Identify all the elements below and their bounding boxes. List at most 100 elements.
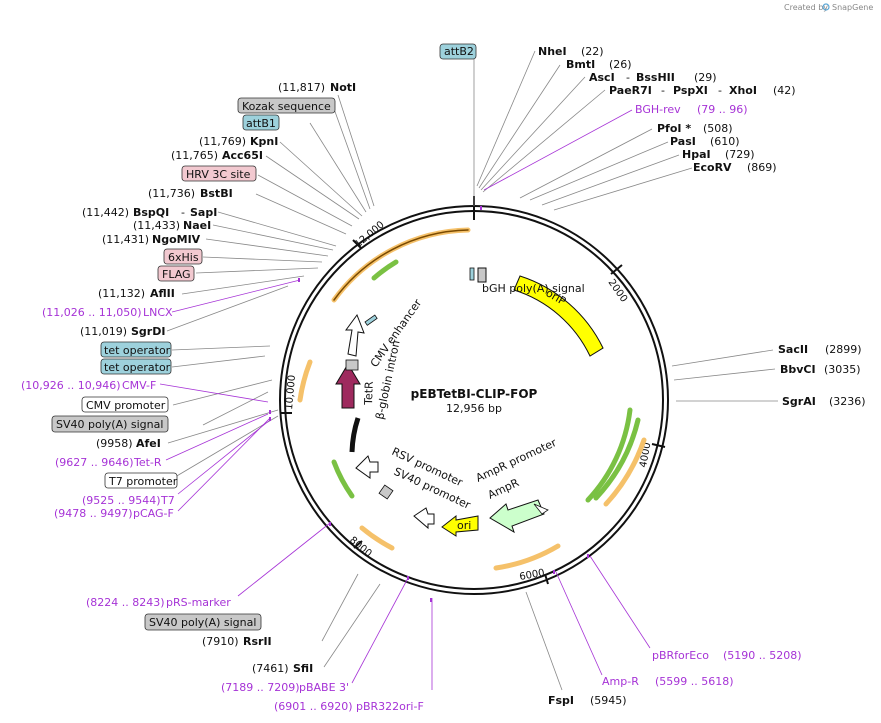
svg-text:BssHII: BssHII bbox=[636, 71, 675, 84]
svg-text:T7: T7 bbox=[160, 494, 175, 507]
label-kpni[interactable]: (11,769) KpnI bbox=[199, 135, 278, 148]
svg-text:HRV 3C site: HRV 3C site bbox=[186, 168, 251, 181]
label-fspi[interactable]: FspI (5945) bbox=[548, 694, 627, 707]
svg-text:PspXI: PspXI bbox=[673, 84, 708, 97]
label-6xhis[interactable]: 6xHis bbox=[163, 248, 203, 265]
label-tet-operator-2[interactable]: tet operator bbox=[100, 358, 172, 375]
tetr-label: TetR bbox=[362, 381, 376, 406]
label-sv40-polya-left[interactable]: SV40 poly(A) signal bbox=[51, 415, 169, 433]
label-noti[interactable]: (11,817) NotI bbox=[278, 81, 356, 94]
sv40-ori-feature[interactable] bbox=[378, 484, 394, 500]
label-bspqi[interactable]: (11,442) BspQI - SapI bbox=[82, 206, 217, 219]
svg-text:(9627 .. 9646): (9627 .. 9646) bbox=[55, 456, 134, 469]
label-bstbi[interactable]: (11,736) BstBI bbox=[148, 187, 233, 200]
label-afei[interactable]: (9958) AfeI bbox=[96, 437, 161, 450]
svg-text:(11,769): (11,769) bbox=[199, 135, 246, 148]
label-rsrii[interactable]: (7910) RsrII bbox=[202, 635, 272, 648]
label-cmv-promoter[interactable]: CMV promoter bbox=[81, 396, 169, 413]
label-pbrforeco[interactable]: pBRforEco (5190 .. 5208) bbox=[652, 649, 802, 662]
label-hpai[interactable]: HpaI (729) bbox=[682, 148, 755, 161]
label-ngomiv[interactable]: (11,431) NgoMIV bbox=[102, 233, 201, 246]
label-pasi[interactable]: PasI (610) bbox=[670, 135, 740, 148]
svg-text:NgoMIV: NgoMIV bbox=[152, 233, 201, 246]
orip-feature[interactable] bbox=[513, 275, 604, 357]
label-prs-marker[interactable]: (8224 .. 8243) pRS-marker bbox=[86, 596, 231, 609]
svg-text:(5190 .. 5208): (5190 .. 5208) bbox=[723, 649, 802, 662]
svg-text:(9478 .. 9497): (9478 .. 9497) bbox=[54, 507, 133, 520]
rsv-promoter-feature[interactable] bbox=[355, 455, 379, 479]
svg-text:(8224 .. 8243): (8224 .. 8243) bbox=[86, 596, 165, 609]
label-asci[interactable]: AscI - BssHII (29) bbox=[589, 71, 717, 84]
label-kozak[interactable]: Kozak sequence bbox=[237, 97, 336, 114]
leader-lines bbox=[166, 50, 778, 691]
label-t7-promoter[interactable]: T7 promoter bbox=[104, 472, 178, 489]
label-bgh-rev[interactable]: BGH-rev (79 .. 96) bbox=[635, 103, 748, 116]
label-pcag-f[interactable]: (9478 .. 9497) pCAG-F bbox=[54, 507, 174, 520]
label-pbabe3[interactable]: (7189 .. 7209) pBABE 3' bbox=[221, 681, 349, 694]
ori-feature[interactable] bbox=[441, 514, 479, 537]
primer-leader-lines bbox=[159, 109, 651, 690]
bgh-polya-label: bGH poly(A) signal bbox=[482, 282, 585, 295]
label-sfii[interactable]: (7461) SfiI bbox=[252, 662, 313, 675]
label-sacii[interactable]: SacII (2899) bbox=[778, 343, 862, 356]
label-nhei[interactable]: NheI (22) bbox=[538, 45, 604, 58]
sv40-promoter-feature[interactable] bbox=[413, 507, 435, 530]
label-pbr322ori-f[interactable]: (6901 .. 6920) pBR322ori-F bbox=[274, 700, 424, 713]
svg-text:-: - bbox=[626, 71, 630, 84]
tet-operator-feature[interactable] bbox=[364, 314, 378, 326]
svg-text:PaeR7I: PaeR7I bbox=[609, 84, 652, 97]
label-attb2[interactable]: attB2 bbox=[439, 43, 477, 60]
svg-text:(11,026 .. 11,050): (11,026 .. 11,050) bbox=[42, 306, 142, 319]
label-flag[interactable]: FLAG bbox=[157, 265, 195, 282]
svg-text:(11,132): (11,132) bbox=[98, 287, 145, 300]
label-aflii[interactable]: (11,132) AflII bbox=[98, 287, 175, 300]
svg-text:(7461): (7461) bbox=[252, 662, 289, 675]
attb2-feature[interactable] bbox=[469, 267, 475, 281]
svg-text:(11,019): (11,019) bbox=[80, 325, 127, 338]
primer-markers bbox=[269, 206, 589, 602]
svg-text:Acc65I: Acc65I bbox=[222, 149, 263, 162]
svg-text:SapI: SapI bbox=[190, 206, 217, 219]
svg-text:(3236): (3236) bbox=[829, 395, 866, 408]
label-cmv-f[interactable]: (10,926 .. 10,946) CMV-F bbox=[21, 379, 156, 392]
label-pfoi[interactable]: PfoI * (508) bbox=[657, 122, 733, 135]
svg-text:SgrAI: SgrAI bbox=[782, 395, 816, 408]
label-bbvci[interactable]: BbvCI (3035) bbox=[780, 363, 861, 376]
label-lncx[interactable]: (11,026 .. 11,050) LNCX bbox=[42, 306, 173, 319]
svg-text:Amp-R: Amp-R bbox=[602, 675, 639, 688]
plasmid-length: 12,956 bp bbox=[446, 402, 502, 415]
cmv-promoter-feature[interactable] bbox=[345, 313, 365, 357]
svg-text:(10,926 .. 10,946): (10,926 .. 10,946) bbox=[21, 379, 121, 392]
label-acc65i[interactable]: (11,765) Acc65I bbox=[171, 149, 263, 162]
svg-text:(22): (22) bbox=[581, 45, 604, 58]
sv40-polya-feature[interactable] bbox=[345, 359, 359, 371]
svg-text:(42): (42) bbox=[773, 84, 796, 97]
svg-text:(2899): (2899) bbox=[825, 343, 862, 356]
svg-text:(7910): (7910) bbox=[202, 635, 239, 648]
svg-text:(5599 .. 5618): (5599 .. 5618) bbox=[655, 675, 734, 688]
tick-label-10000: 10,000 bbox=[284, 374, 298, 410]
label-tet-operator-1[interactable]: tet operator bbox=[100, 341, 172, 358]
svg-text:(79 .. 96): (79 .. 96) bbox=[697, 103, 748, 116]
svg-text:CMV-F: CMV-F bbox=[122, 379, 156, 392]
ampr-promoter-feature[interactable] bbox=[533, 503, 549, 515]
svg-text:(11,765): (11,765) bbox=[171, 149, 218, 162]
label-bmti[interactable]: BmtI (26) bbox=[566, 58, 632, 71]
label-sgrdi[interactable]: (11,019) SgrDI bbox=[80, 325, 165, 338]
label-sgrai[interactable]: SgrAI (3236) bbox=[782, 395, 866, 408]
label-naei[interactable]: (11,433) NaeI bbox=[133, 219, 211, 232]
svg-text:(508): (508) bbox=[703, 122, 733, 135]
bgh-polya-feature[interactable] bbox=[477, 267, 487, 283]
label-tet-r[interactable]: (9627 .. 9646) Tet-R bbox=[55, 456, 162, 469]
label-attb1[interactable]: attB1 bbox=[242, 114, 280, 131]
tetr-feature[interactable] bbox=[335, 363, 361, 409]
label-amp-r[interactable]: Amp-R (5599 .. 5618) bbox=[602, 675, 734, 688]
label-t7[interactable]: (9525 .. 9544) T7 bbox=[82, 494, 175, 507]
svg-text:(11,736): (11,736) bbox=[148, 187, 195, 200]
label-ecorv[interactable]: EcoRV (869) bbox=[693, 161, 777, 174]
beta-globin-feature[interactable] bbox=[349, 417, 361, 453]
label-sv40-polya-bottom[interactable]: SV40 poly(A) signal bbox=[144, 613, 262, 631]
label-hrv-3c[interactable]: HRV 3C site bbox=[181, 165, 257, 182]
label-paer7i[interactable]: PaeR7I - PspXI - XhoI (42) bbox=[609, 84, 796, 97]
